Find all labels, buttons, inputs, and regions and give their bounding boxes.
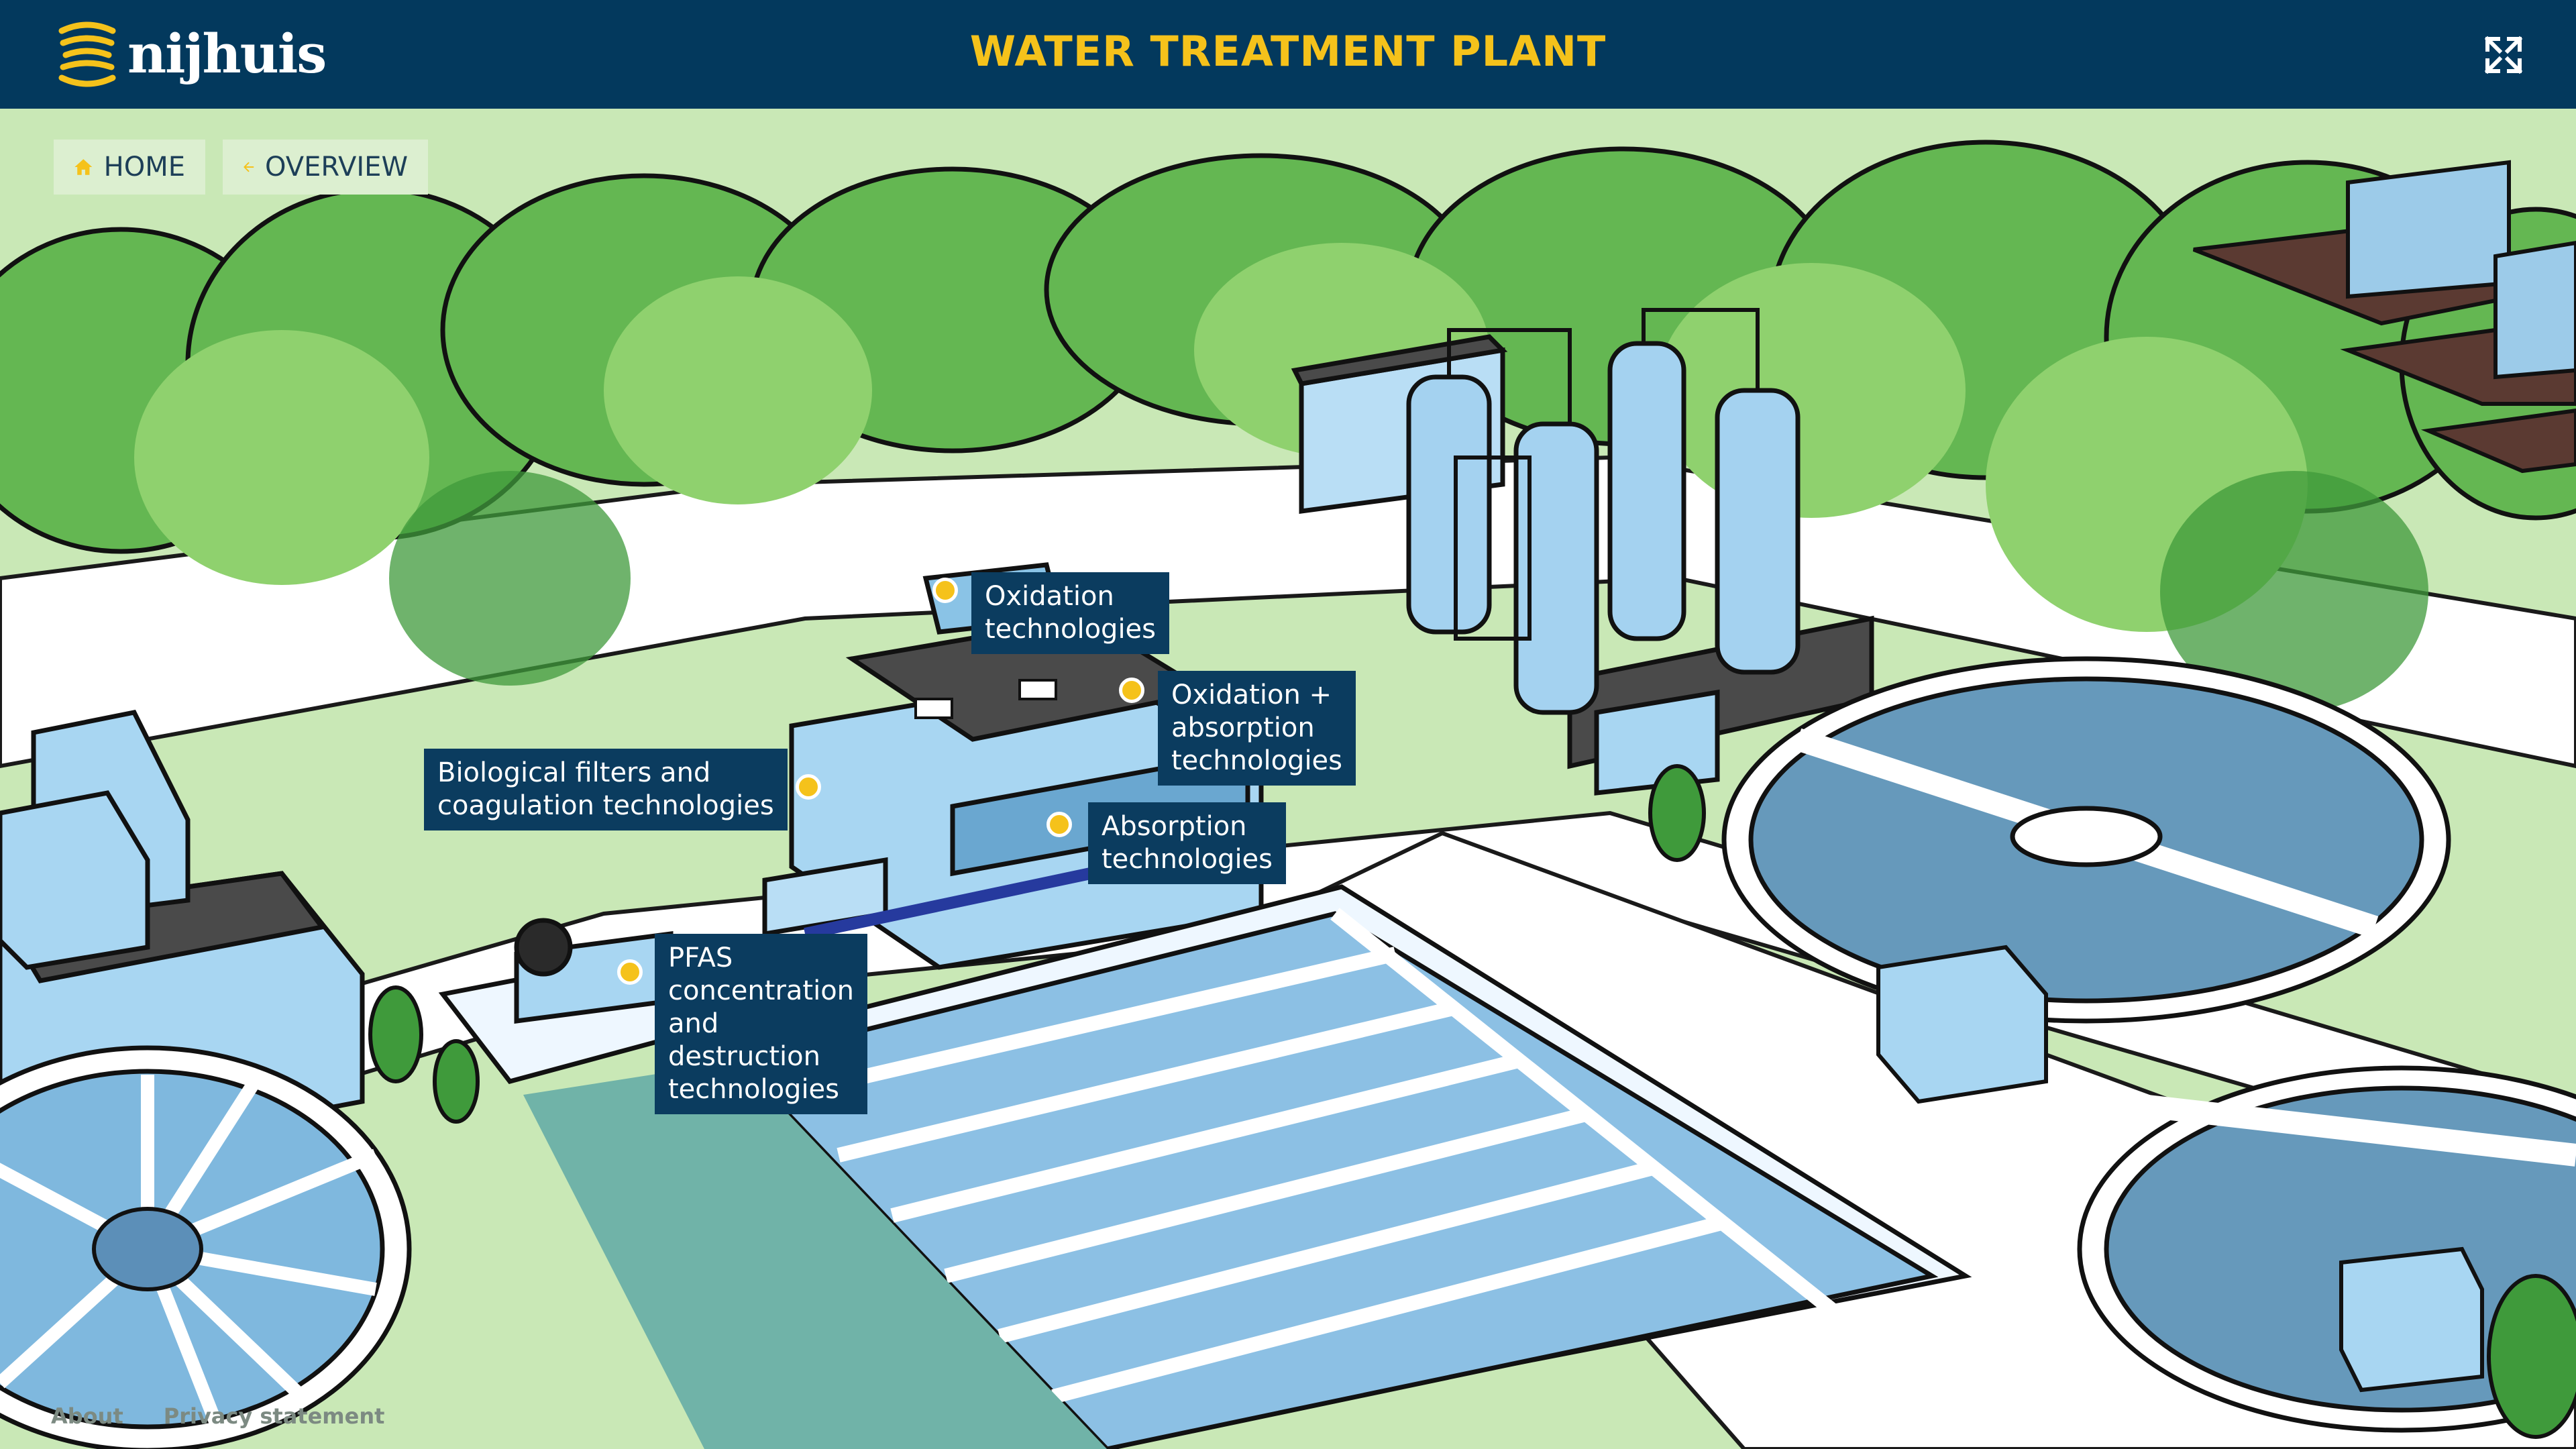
nijhuis-logo-icon [58, 21, 116, 87]
overview-button[interactable]: OVERVIEW [223, 140, 428, 195]
hotspot-label-biological-filters[interactable]: Biological filters and coagulation techn… [424, 749, 788, 830]
arrow-left-icon [244, 162, 254, 172]
hotspot-dot[interactable] [1119, 678, 1144, 703]
hotspot-label-pfas[interactable]: PFAS concentration and destruction techn… [655, 934, 868, 1114]
hotspot-dot[interactable] [932, 578, 958, 603]
plant-illustration [0, 109, 2576, 1449]
home-icon [74, 159, 93, 175]
overview-button-label: OVERVIEW [264, 152, 408, 182]
top-bar: nijhuis WATER TREATMENT PLANT [0, 0, 2576, 109]
brand-name: nijhuis [127, 22, 327, 85]
home-button-label: HOME [103, 152, 185, 182]
hotspot-dot[interactable] [796, 774, 821, 800]
nijhuis-logo[interactable]: nijhuis [56, 20, 327, 87]
fullscreen-button[interactable] [2483, 35, 2524, 75]
hotspot-dot[interactable] [617, 959, 643, 985]
hotspot-dot[interactable] [1046, 812, 1072, 837]
hotspot-label-oxidation-absorption[interactable]: Oxidation + absorption technologies [1158, 671, 1356, 786]
expand-icon [2484, 36, 2523, 74]
about-link[interactable]: About [51, 1403, 123, 1429]
hotspot-label-oxidation[interactable]: Oxidation technologies [971, 572, 1169, 654]
home-button[interactable]: HOME [54, 140, 205, 195]
hotspot-label-absorption[interactable]: Absorption technologies [1088, 802, 1286, 884]
footer-links: About Privacy statement [51, 1403, 384, 1429]
page-title: WATER TREATMENT PLANT [969, 27, 1607, 76]
privacy-statement-link[interactable]: Privacy statement [163, 1403, 385, 1429]
